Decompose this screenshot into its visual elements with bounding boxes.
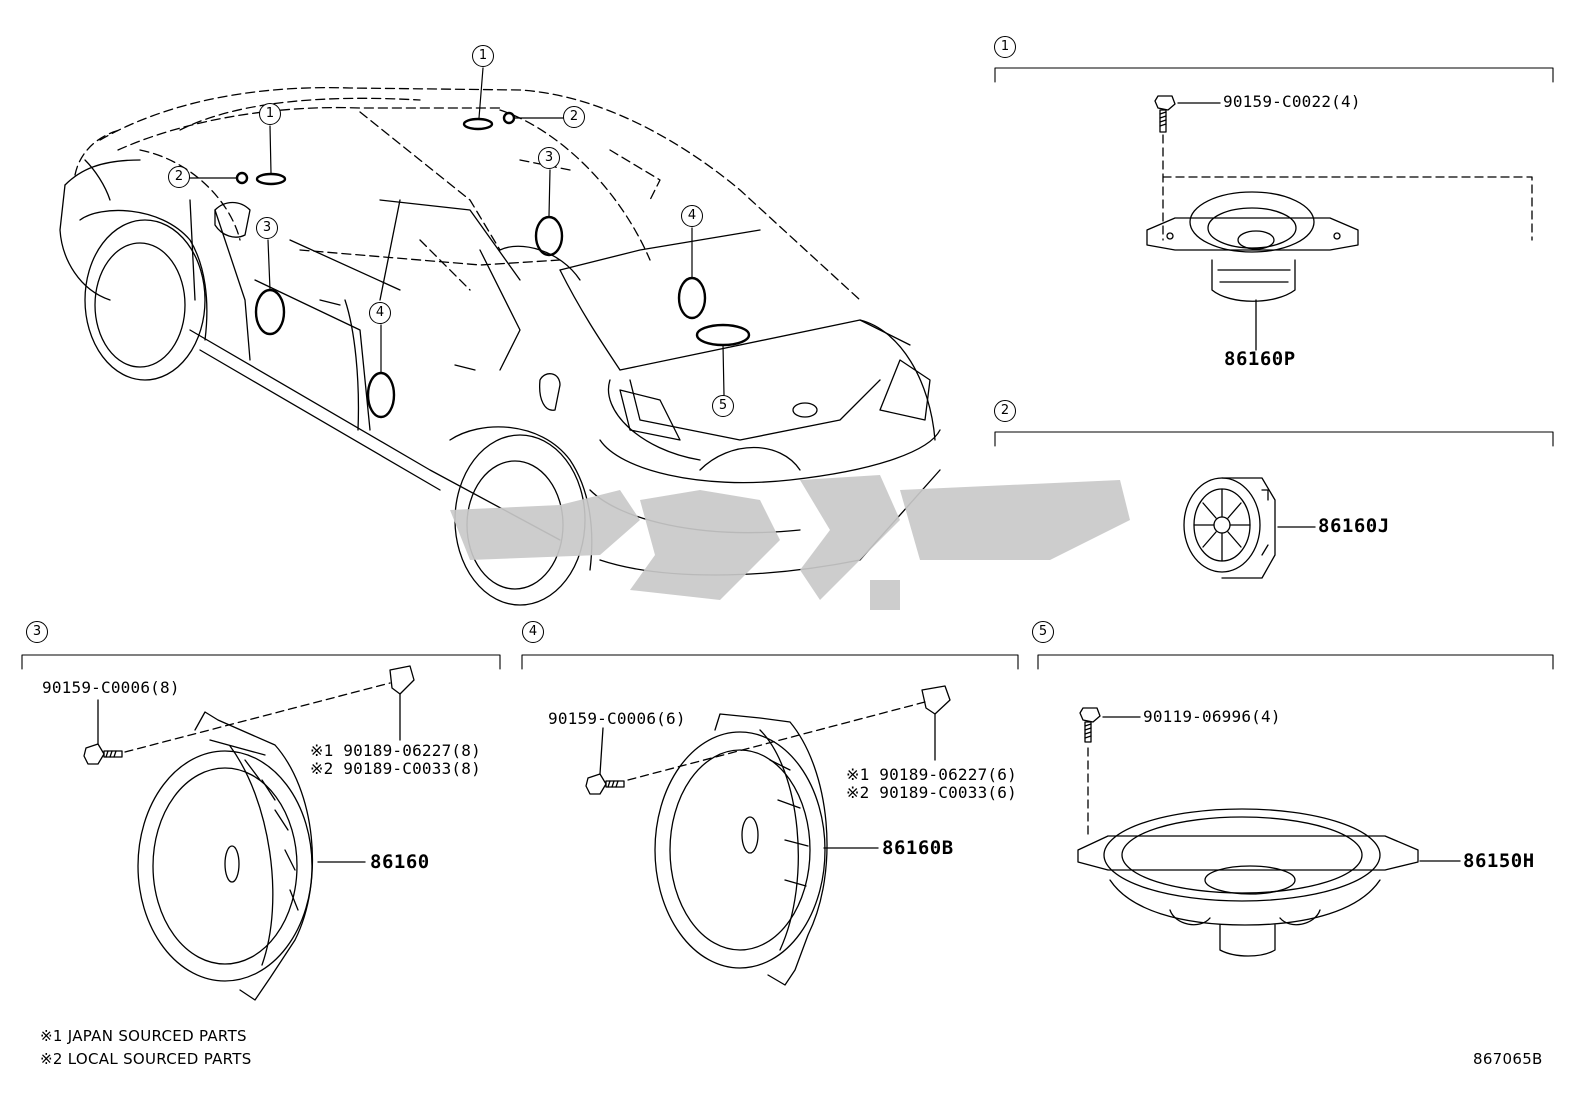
speaker-86160-drawing [83,665,415,1001]
diagram-id: 867065B [1473,1050,1543,1068]
tweeter-86160j-drawing [1183,477,1316,579]
clip-number-japan-8: ※1 90189-06227(8) [310,741,481,760]
section-5-marker: 5 [1032,621,1054,643]
part-number-86160b: 86160B [882,837,954,859]
callout-1-car-roof: 1 [472,45,494,67]
section-4-marker: 4 [522,621,544,643]
speaker-86150h-drawing [1077,707,1461,957]
callout-1-car-front: 1 [259,103,281,125]
callout-5-car-deck: 5 [712,395,734,417]
note-local-sourced: ※2 LOCAL SOURCED PARTS [40,1050,252,1068]
part-number-86160: 86160 [370,851,430,873]
part-number-86160p: 86160P [1224,348,1296,370]
part-number-86160j: 86160J [1318,515,1390,537]
section-2-marker: 2 [994,400,1016,422]
speaker-86160b-drawing [585,685,951,986]
clip-number-local-8: ※2 90189-C0033(8) [310,759,481,778]
callout-2-car-front: 2 [168,166,190,188]
note-japan-sourced: ※1 JAPAN SOURCED PARTS [40,1027,247,1045]
car-speaker-positions [235,111,751,419]
callout-3-car-front: 3 [256,217,278,239]
clip-number-japan-6: ※1 90189-06227(6) [846,765,1017,784]
callout-4-car-door: 4 [369,302,391,324]
callout-2-car-roof: 2 [563,106,585,128]
section-brackets [21,67,1554,670]
section-3-marker: 3 [26,621,48,643]
bolt-number-90159-c0006-8: 90159-C0006(8) [42,678,180,697]
bolt-number-90119-06996: 90119-06996(4) [1143,707,1281,726]
car-callout-leaders [189,67,725,396]
speaker-86160p-drawing [1146,95,1533,351]
callout-3-car-rear: 3 [538,147,560,169]
callout-4-car-rear: 4 [681,205,703,227]
part-number-86150h: 86150H [1463,850,1535,872]
bolt-number-90159-c0022: 90159-C0022(4) [1223,92,1361,111]
bolt-number-90159-c0006-6: 90159-C0006(6) [548,709,686,728]
watermark-logo [450,475,1130,610]
clip-number-local-6: ※2 90189-C0033(6) [846,783,1017,802]
section-1-marker: 1 [994,36,1016,58]
